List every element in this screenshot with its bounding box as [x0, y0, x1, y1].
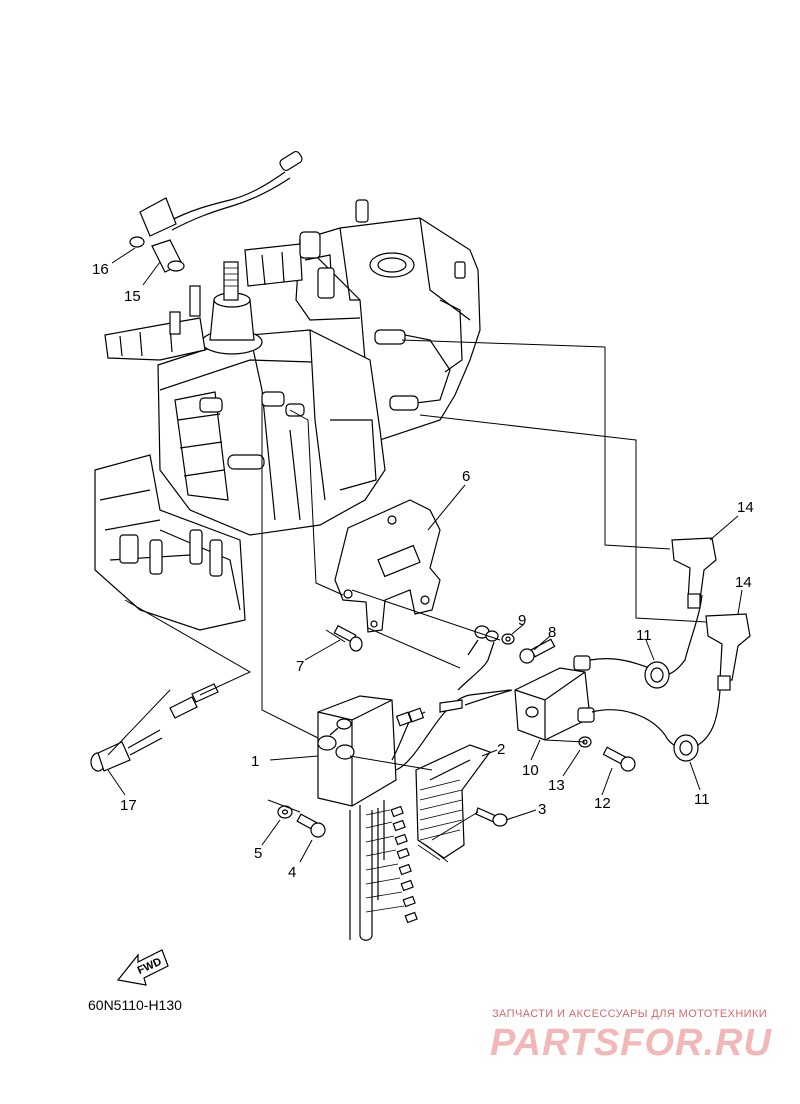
rectifier-regulator [415, 744, 491, 863]
cdi-unit [317, 695, 397, 807]
screw-3 [475, 807, 508, 827]
callout-4: 4 [288, 864, 296, 881]
high-tension-cord-a [644, 594, 703, 689]
callout-5: 5 [254, 845, 262, 862]
callout-10: 10 [522, 762, 539, 779]
callout-2: 2 [497, 741, 505, 758]
callout-12: 12 [594, 795, 611, 812]
bolt-7 [333, 624, 363, 652]
callout-14-upper: 14 [737, 499, 754, 516]
spark-plug-cap-b [705, 613, 751, 691]
cdi-bracket [334, 499, 441, 633]
engine-block [94, 199, 481, 631]
callout-17: 17 [120, 797, 137, 814]
callout-9: 9 [518, 612, 526, 629]
high-tension-cord-b [664, 689, 721, 762]
thermo-switch-lead [129, 150, 303, 248]
watermark-logo: PARTSFOR.RU [490, 1022, 772, 1064]
watermark-tagline: ЗАПЧАСТИ И АКСЕССУАРЫ ДЛЯ МОТОТЕХНИКИ [492, 1008, 768, 1020]
callout-3: 3 [538, 801, 546, 818]
washer-9 [501, 633, 515, 645]
sensor-17 [90, 683, 219, 772]
bolt-4 [296, 813, 326, 838]
spark-plug-cap-a [671, 537, 717, 609]
fwd-arrow: FWD [116, 949, 169, 986]
callout-16: 16 [92, 261, 109, 278]
callout-11-upper: 11 [636, 627, 652, 644]
cdi-harness [349, 689, 511, 941]
callout-6: 6 [462, 468, 470, 485]
callout-14-lower: 14 [735, 574, 752, 591]
ground-lead [457, 625, 499, 691]
callout-15: 15 [124, 288, 141, 305]
callouts: 1 2 3 4 5 6 7 8 9 10 11 11 12 13 14 14 1… [92, 261, 754, 881]
bolt-12 [602, 746, 636, 772]
callout-1: 1 [251, 753, 259, 770]
callout-8: 8 [548, 624, 556, 641]
bolt-8 [519, 638, 556, 664]
diagram-code: 60N5110-H130 [88, 997, 182, 1013]
callout-11-lower: 11 [694, 791, 710, 808]
thermo-switch [151, 239, 185, 273]
callout-7: 7 [296, 658, 304, 675]
callout-pointers [107, 247, 743, 863]
leader-lines [107, 339, 707, 841]
callout-13: 13 [548, 777, 565, 794]
ignition-coil [439, 655, 666, 741]
